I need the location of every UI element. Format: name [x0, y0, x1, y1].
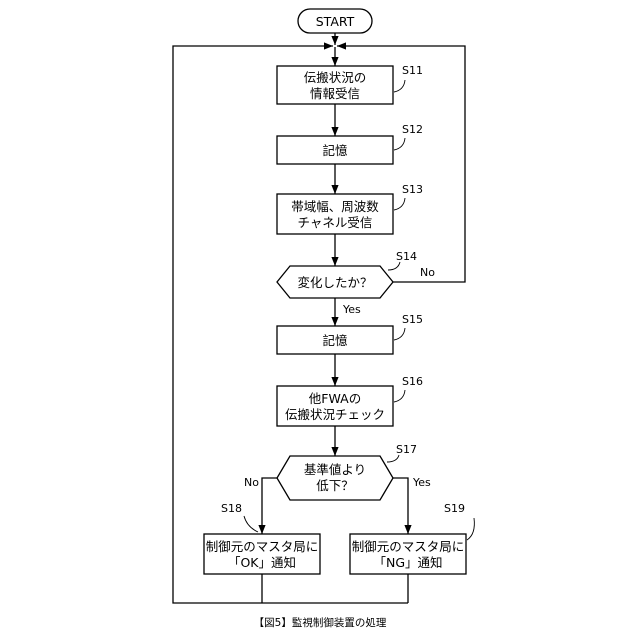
s14-no-label: No [420, 266, 435, 279]
s14-leader [388, 262, 400, 270]
s16-leader [394, 390, 405, 402]
s15-line1: 記憶 [322, 333, 348, 348]
s11-line1: 伝搬状況の [304, 70, 367, 85]
s19-line1: 制御元のマスタ局に [352, 539, 465, 554]
s13-line2: チャネル受信 [298, 215, 373, 230]
s19-line2: 「NG」通知 [373, 555, 442, 570]
arrow-s17-no [262, 478, 277, 534]
s19-leader [467, 518, 474, 540]
s18-leader [244, 516, 258, 532]
s17-line2: 低下？ [316, 478, 354, 493]
s17-line1: 基準値より [304, 462, 366, 477]
s11-step-label: S11 [402, 64, 423, 77]
s12-step-label: S12 [402, 123, 423, 136]
step-s19: 制御元のマスタ局に 「NG」通知 S19 [350, 502, 474, 574]
decision-s14: 変化したか？ S14 [277, 250, 417, 298]
s17-step-label: S17 [396, 443, 417, 456]
s17-no-label: No [244, 476, 259, 489]
s11-line2: 情報受信 [310, 86, 360, 101]
figure-caption: 【図5】監視制御装置の処理 [254, 616, 387, 629]
s16-step-label: S16 [402, 375, 423, 388]
s11-leader [394, 80, 405, 92]
s12-leader [394, 138, 405, 150]
decision-s17: 基準値より 低下？ S17 [277, 443, 417, 500]
s18-line1: 制御元のマスタ局に [206, 539, 319, 554]
s16-line1: 他FWAの [309, 391, 361, 406]
s13-step-label: S13 [402, 183, 423, 196]
s15-step-label: S15 [402, 313, 423, 326]
s15-leader [394, 328, 405, 340]
s18-line2: 「OK」通知 [228, 555, 296, 570]
step-s16: 他FWAの 伝搬状況チェック S16 [277, 375, 423, 426]
s14-yes-label: Yes [342, 303, 361, 316]
s12-line1: 記憶 [322, 143, 348, 158]
step-s12: 記憶 S12 [277, 123, 423, 164]
arrow-s17-yes [393, 478, 408, 534]
step-s13: 帯域幅、周波数 チャネル受信 S13 [277, 183, 423, 234]
arrow-return-loop [173, 46, 408, 603]
s13-line1: 帯域幅、周波数 [291, 199, 379, 214]
start-terminal: START [298, 9, 372, 33]
step-s11: 伝搬状況の 情報受信 S11 [277, 64, 423, 104]
s16-line2: 伝搬状況チェック [285, 407, 385, 422]
s17-leader [387, 455, 399, 462]
s18-step-label: S18 [221, 502, 242, 515]
start-label: START [316, 14, 355, 29]
s19-step-label: S19 [444, 502, 465, 515]
step-s15: 記憶 S15 [277, 313, 423, 354]
s13-leader [394, 198, 405, 210]
s14-line1: 変化したか？ [297, 275, 372, 290]
s14-step-label: S14 [396, 250, 417, 263]
s17-yes-label: Yes [412, 476, 431, 489]
